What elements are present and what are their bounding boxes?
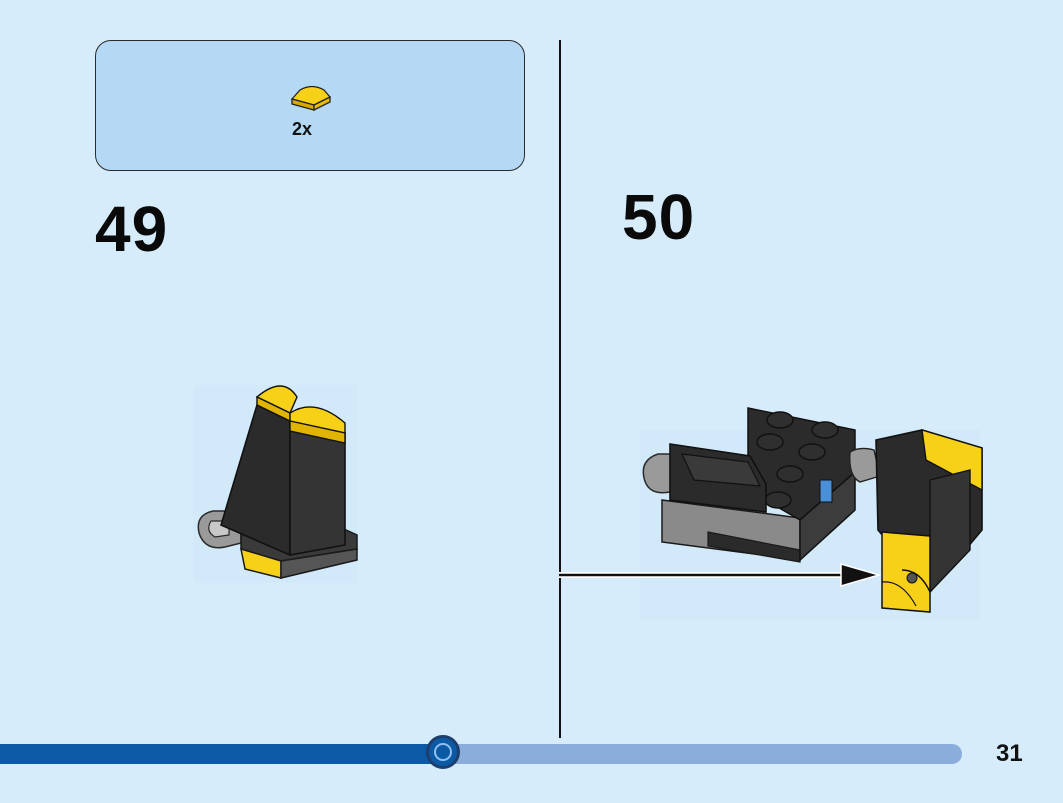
step-divider bbox=[559, 40, 561, 738]
progress-marker bbox=[426, 735, 460, 769]
parts-callout-box: 2x bbox=[95, 40, 525, 171]
page-number: 31 bbox=[996, 740, 1023, 767]
step-number: 49 bbox=[95, 193, 169, 265]
step-number: 50 bbox=[622, 181, 696, 253]
yellow-quarter-round-tile-icon bbox=[290, 85, 332, 111]
step-50-build-illustration bbox=[640, 407, 983, 620]
part-quantity: 2x bbox=[292, 119, 313, 139]
step-49-build-illustration bbox=[193, 385, 358, 583]
progress-fill bbox=[0, 744, 443, 764]
attach-arrow bbox=[559, 563, 881, 587]
